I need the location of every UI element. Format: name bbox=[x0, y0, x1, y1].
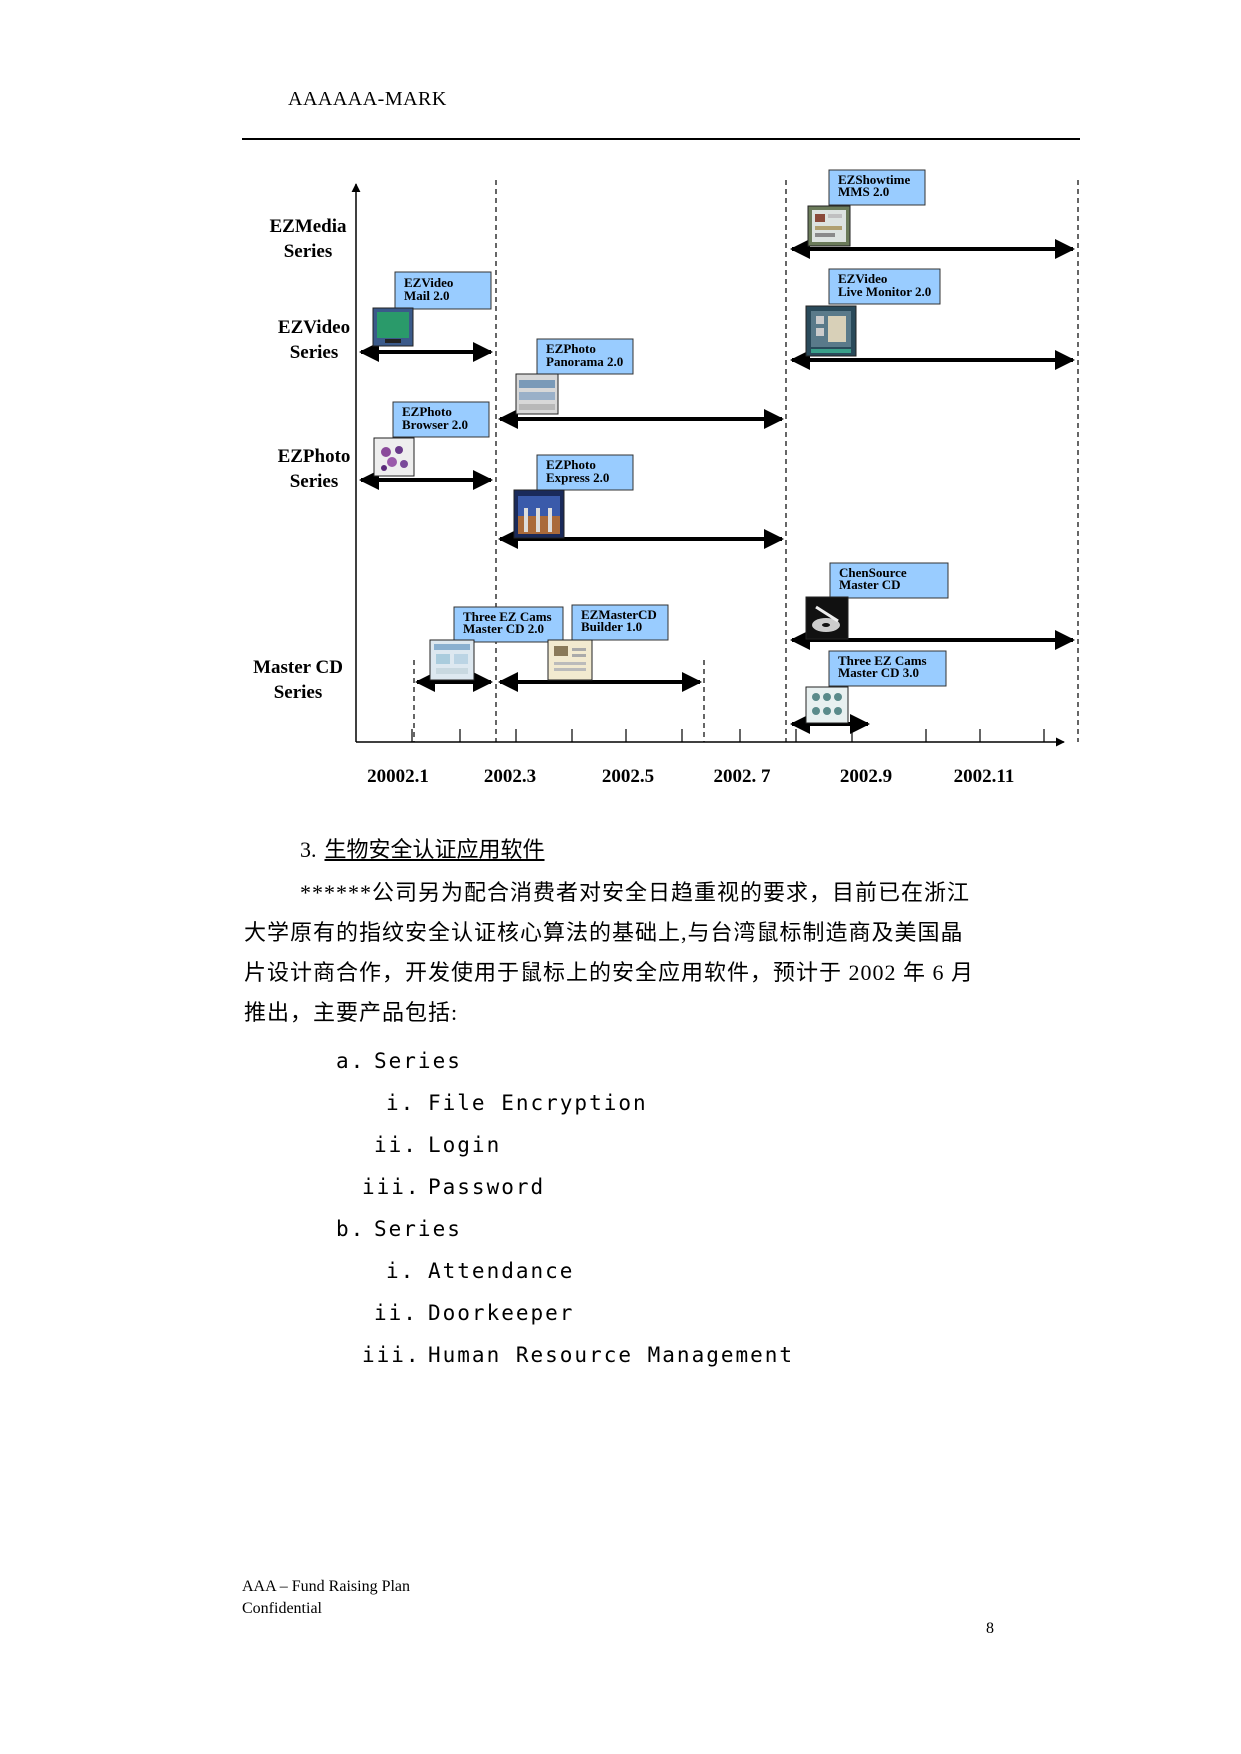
product-box-panorama: EZPhoto Panorama 2.0 bbox=[537, 339, 633, 374]
svg-text:Express 2.0: Express 2.0 bbox=[546, 470, 609, 485]
x-axis-ticks bbox=[412, 729, 1044, 742]
footer-title: AAA – Fund Raising Plan bbox=[242, 1578, 410, 1596]
product-timeline-diagram: EZMedia Series EZVideo Series EZPhoto Se… bbox=[0, 0, 1241, 820]
product-box-mastercd-builder: EZMasterCD Builder 1.0 bbox=[572, 605, 668, 640]
list-marker: b. bbox=[336, 1217, 365, 1241]
svg-text:Master CD: Master CD bbox=[839, 577, 901, 592]
svg-text:Master CD 3.0: Master CD 3.0 bbox=[838, 665, 919, 680]
sublist-item-text: Login bbox=[428, 1133, 501, 1157]
product-box-browser: EZPhoto Browser 2.0 bbox=[393, 402, 489, 437]
product-box-ezvideo-live: EZVideo Live Monitor 2.0 bbox=[829, 269, 940, 304]
date-guides bbox=[414, 180, 1078, 742]
section-heading: 3. 生物安全认证应用软件 bbox=[300, 832, 545, 864]
series-label-mastercd: Master CD bbox=[253, 657, 343, 678]
sublist-marker: ii. bbox=[374, 1133, 418, 1157]
thumbnail-express bbox=[514, 490, 564, 538]
list-item-text: Series bbox=[374, 1049, 462, 1073]
sublist-marker: ii. bbox=[374, 1301, 418, 1325]
paragraph-line: 大学原有的指纹安全认证核心算法的基础上,与台湾鼠标制造商及美国晶 bbox=[244, 915, 964, 947]
series-label-ezmedia: EZMedia bbox=[269, 216, 347, 237]
series-label-ezmedia: Series bbox=[284, 241, 333, 262]
product-box-ezcams-2: Three EZ Cams Master CD 2.0 bbox=[454, 607, 563, 642]
x-tick-label: 2002.9 bbox=[840, 766, 892, 787]
svg-text:Builder 1.0: Builder 1.0 bbox=[581, 619, 642, 634]
sublist-item-text: Password bbox=[428, 1175, 545, 1199]
sublist-marker: i. bbox=[386, 1091, 415, 1115]
sublist-item-text: Human Resource Management bbox=[428, 1343, 794, 1367]
product-box-ezcams-3: Three EZ Cams Master CD 3.0 bbox=[829, 651, 946, 686]
product-box-express: EZPhoto Express 2.0 bbox=[537, 455, 633, 490]
svg-text:Master CD 2.0: Master CD 2.0 bbox=[463, 621, 544, 636]
thumbnail-mastercd-builder bbox=[548, 640, 592, 680]
series-label-ezphoto: Series bbox=[290, 471, 339, 492]
thumbnail-browser bbox=[374, 438, 414, 476]
section-title: 生物安全认证应用软件 bbox=[325, 837, 545, 862]
series-label-ezvideo: Series bbox=[290, 342, 339, 363]
svg-text:MMS 2.0: MMS 2.0 bbox=[838, 184, 889, 199]
sublist-item-text: File Encryption bbox=[428, 1091, 648, 1115]
thumbnail-panorama bbox=[516, 374, 558, 414]
x-tick-label: 2002.5 bbox=[602, 766, 654, 787]
thumbnail-ezshowtime bbox=[808, 206, 850, 246]
thumbnail-ezvideo-mail bbox=[373, 308, 413, 346]
sublist-marker: iii. bbox=[362, 1343, 421, 1367]
sublist-marker: i. bbox=[386, 1259, 415, 1283]
sublist-marker: iii. bbox=[362, 1175, 421, 1199]
paragraph-line: 片设计商合作，开发使用于鼠标上的安全应用软件，预计于 2002 年 6 月 bbox=[244, 955, 974, 987]
series-label-ezvideo: EZVideo bbox=[278, 317, 350, 338]
sublist-item-text: Attendance bbox=[428, 1259, 574, 1283]
product-box-chensource: ChenSource Master CD bbox=[830, 563, 948, 598]
thumbnail-chensource bbox=[806, 597, 848, 639]
footer-confidential: Confidential bbox=[242, 1600, 322, 1618]
x-tick-label: 2002.3 bbox=[484, 766, 536, 787]
x-tick-label: 20002.1 bbox=[367, 766, 429, 787]
x-tick-label: 2002. 7 bbox=[714, 766, 772, 787]
product-box-ezvideo-mail: EZVideo Mail 2.0 bbox=[395, 272, 491, 309]
svg-text:Mail 2.0: Mail 2.0 bbox=[404, 288, 450, 303]
thumbnail-ezvideo-live bbox=[806, 306, 856, 356]
series-label-mastercd: Series bbox=[274, 682, 323, 703]
sublist-item-text: Doorkeeper bbox=[428, 1301, 574, 1325]
thumbnail-ezcams-3 bbox=[806, 687, 848, 723]
x-tick-label: 2002.11 bbox=[954, 766, 1015, 787]
list-marker: a. bbox=[336, 1049, 365, 1073]
paragraph-line: ******公司另为配合消费者对安全日趋重视的要求，目前已在浙江 bbox=[300, 875, 970, 907]
paragraph-line: 推出，主要产品包括: bbox=[244, 995, 458, 1027]
thumbnail-ezcams-2 bbox=[430, 640, 474, 680]
svg-text:Live Monitor 2.0: Live Monitor 2.0 bbox=[838, 284, 931, 299]
svg-text:Panorama 2.0: Panorama 2.0 bbox=[546, 354, 623, 369]
series-label-ezphoto: EZPhoto bbox=[278, 446, 351, 467]
svg-text:Browser 2.0: Browser 2.0 bbox=[402, 417, 468, 432]
list-item-text: Series bbox=[374, 1217, 462, 1241]
product-box-ezshowtime: EZShowtime MMS 2.0 bbox=[829, 170, 925, 205]
section-number: 3. bbox=[300, 837, 317, 862]
page-number: 8 bbox=[986, 1620, 994, 1638]
